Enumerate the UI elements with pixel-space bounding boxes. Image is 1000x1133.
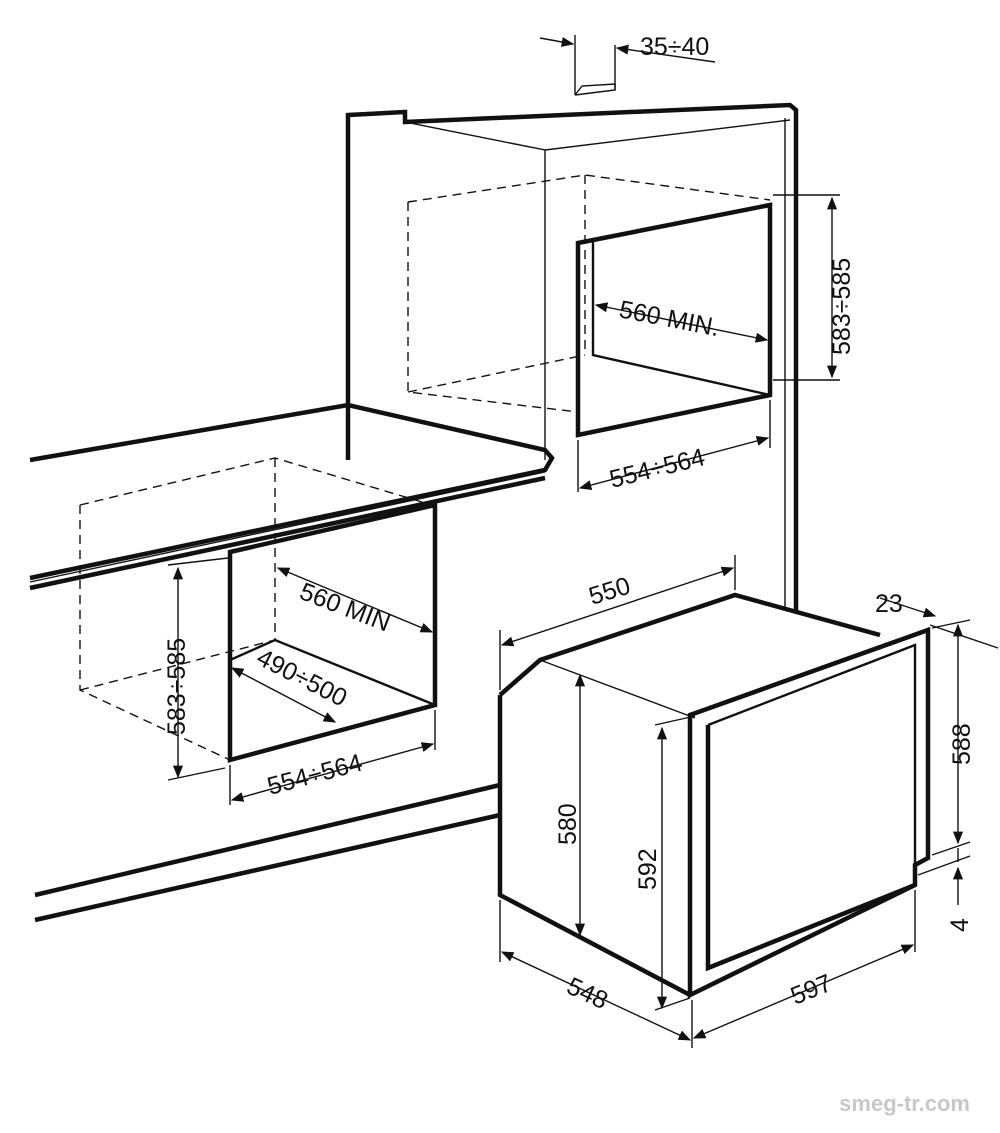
- label-oven-bottom-gap: 4: [946, 918, 974, 932]
- label-lower-inner: 490÷500: [252, 643, 351, 712]
- label-oven-front-offset: 23: [875, 590, 903, 618]
- label-oven-side-depth: 548: [562, 972, 612, 1015]
- label-oven-body-height: 580: [554, 803, 582, 845]
- label-oven-front-height: 592: [634, 848, 662, 890]
- oven-appliance: [497, 592, 931, 999]
- base-cabinet: [34, 782, 501, 923]
- watermark: smeg-tr.com: [839, 1091, 970, 1116]
- label-upper-height: 583÷585: [828, 258, 856, 355]
- kitchen-worktop: [29, 402, 555, 591]
- label-upper-depth: 560 MIN.: [617, 295, 722, 342]
- label-lower-depth: 560 MIN: [296, 577, 394, 637]
- label-upper-width: 554÷564: [607, 443, 708, 494]
- label-top-overhang: 35÷40: [640, 33, 709, 61]
- lower-niche: [79, 457, 438, 763]
- label-oven-front-width: 597: [787, 969, 836, 1011]
- label-lower-height: 583÷585: [163, 638, 191, 735]
- tall-column-housing: [345, 83, 799, 610]
- upper-niche: [407, 174, 773, 438]
- dimension-lines: [167, 35, 999, 1048]
- label-lower-width: 554÷564: [264, 749, 365, 801]
- label-oven-top-depth: 550: [586, 572, 634, 611]
- label-oven-panel-height: 588: [948, 723, 976, 765]
